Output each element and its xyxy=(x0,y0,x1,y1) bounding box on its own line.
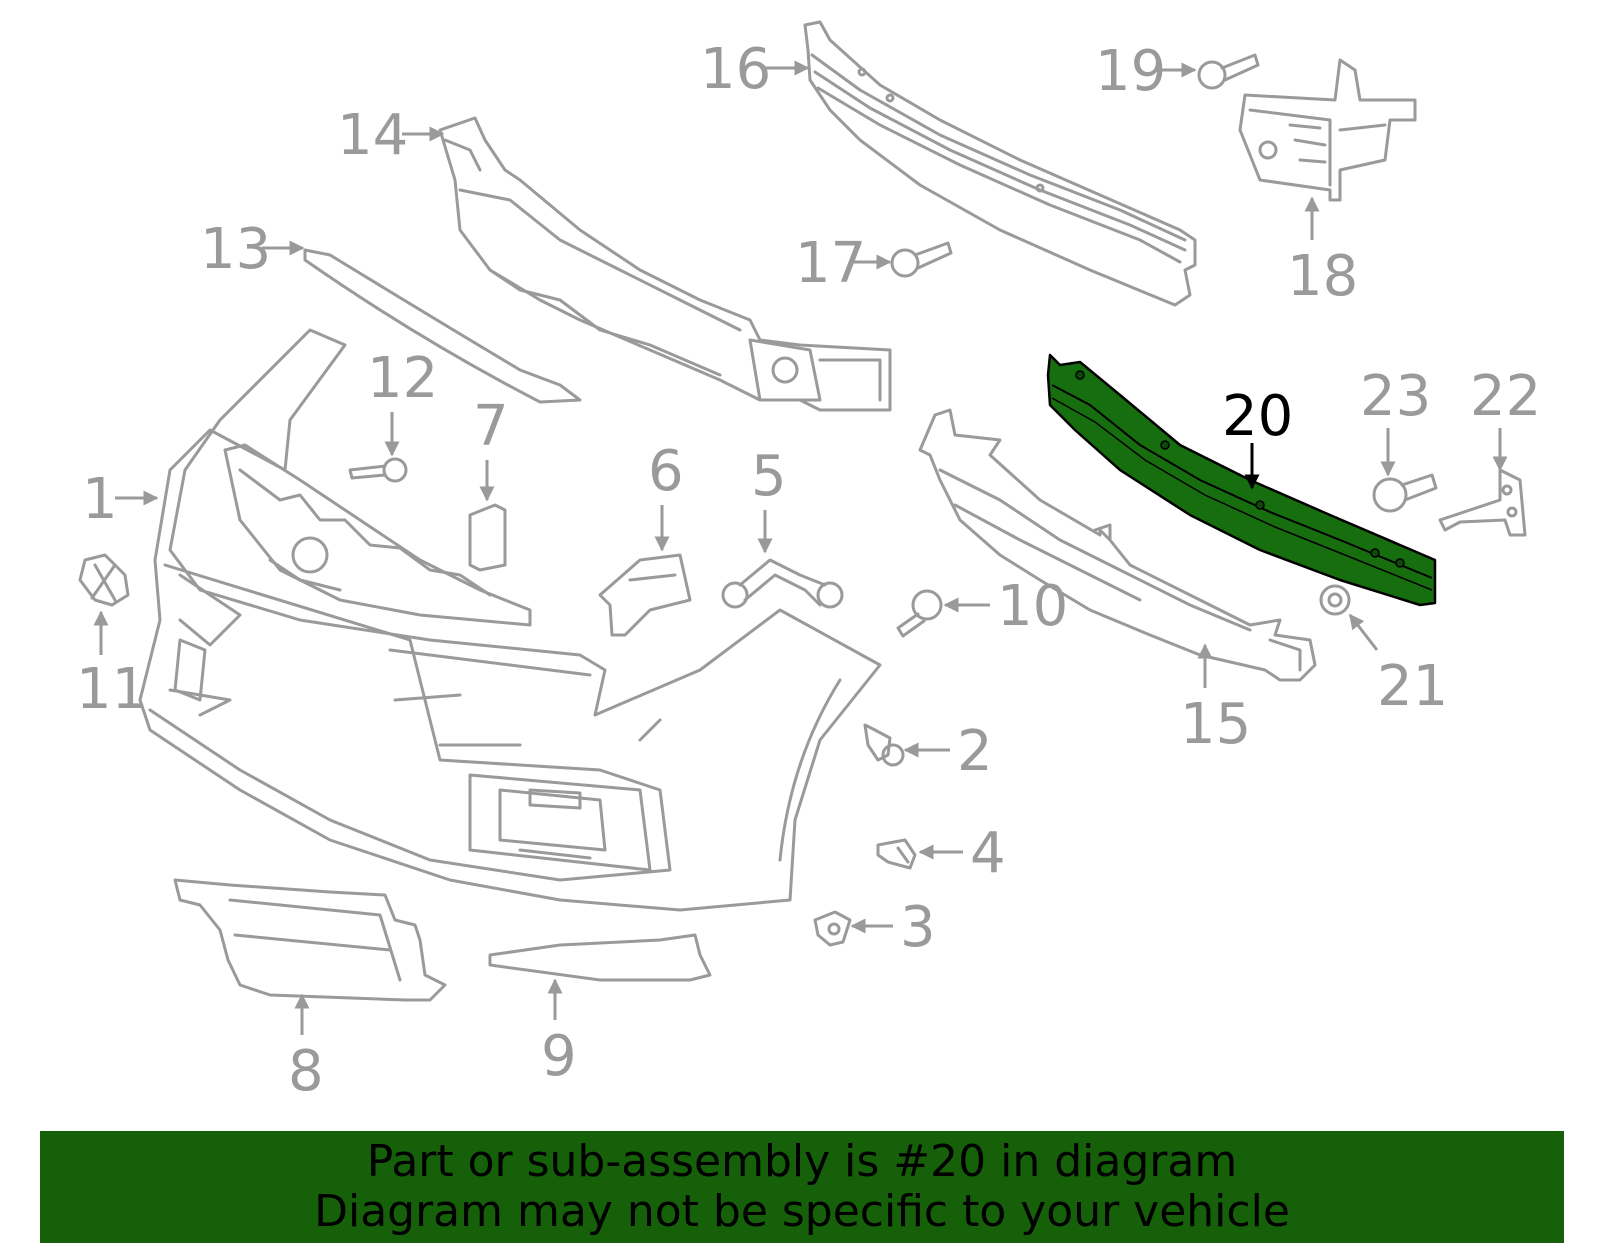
callout-7[interactable]: 7 xyxy=(473,394,509,502)
part-22-bracket xyxy=(1438,468,1527,537)
callout-3[interactable]: 3 xyxy=(850,895,936,960)
part-14-upper-absorber xyxy=(438,116,892,412)
callout-10[interactable]: 10 xyxy=(943,574,1068,639)
part-9-lower-trim xyxy=(488,933,712,982)
callout-label-15: 15 xyxy=(1180,692,1251,757)
callout-14[interactable]: 14 xyxy=(337,103,445,168)
callout-label-12: 12 xyxy=(367,346,438,411)
callout-label-11: 11 xyxy=(76,657,147,722)
banner-line-2: Diagram may not be specific to your vehi… xyxy=(314,1186,1290,1237)
callout-19[interactable]: 19 xyxy=(1095,39,1197,104)
callout-label-14: 14 xyxy=(337,103,408,168)
part-2-clip xyxy=(863,723,905,767)
info-banner: Part or sub-assembly is #20 in diagram D… xyxy=(40,1131,1564,1243)
part-21-nut xyxy=(1319,584,1351,616)
part-17-bolt xyxy=(890,241,953,278)
callout-label-1: 1 xyxy=(82,467,118,532)
callout-label-21: 21 xyxy=(1377,654,1448,719)
callout-label-18: 18 xyxy=(1287,244,1358,309)
part-20-highlighted-reinforcement xyxy=(1046,353,1437,607)
callout-label-22: 22 xyxy=(1470,364,1541,429)
part-15-lower-absorber xyxy=(918,408,1317,682)
callout-label-16: 16 xyxy=(700,37,771,102)
callout-15[interactable]: 15 xyxy=(1180,643,1251,757)
callout-16[interactable]: 16 xyxy=(700,37,810,102)
part-19-bolt xyxy=(1197,53,1260,90)
part-13-molding xyxy=(303,248,582,404)
part-18-bracket xyxy=(1238,58,1417,202)
callout-2[interactable]: 2 xyxy=(903,719,993,784)
callout-9[interactable]: 9 xyxy=(541,978,577,1089)
callout-23[interactable]: 23 xyxy=(1360,364,1431,477)
part-4-clip xyxy=(876,838,917,870)
callout-label-23: 23 xyxy=(1360,364,1431,429)
part-10-screw xyxy=(896,589,943,638)
callout-label-13: 13 xyxy=(200,217,271,282)
part-3-clip xyxy=(813,910,852,947)
callout-label-8: 8 xyxy=(288,1039,324,1104)
callout-label-10: 10 xyxy=(997,574,1068,639)
callout-13[interactable]: 13 xyxy=(200,217,305,282)
callout-17[interactable]: 17 xyxy=(795,231,892,296)
callout-label-19: 19 xyxy=(1095,39,1166,104)
part-8-lower-grille xyxy=(173,878,447,1002)
part-23-bolt xyxy=(1372,473,1438,513)
callout-11[interactable]: 11 xyxy=(76,610,147,722)
callout-label-2: 2 xyxy=(957,719,993,784)
callout-22[interactable]: 22 xyxy=(1470,364,1541,472)
callout-21[interactable]: 21 xyxy=(1348,613,1448,719)
callout-6[interactable]: 6 xyxy=(648,439,684,552)
part-7-block xyxy=(468,503,507,572)
callout-label-7: 7 xyxy=(473,394,509,459)
callout-1[interactable]: 1 xyxy=(82,467,159,532)
part-1-bumper-cover xyxy=(138,328,882,912)
callout-8[interactable]: 8 xyxy=(288,993,324,1104)
callout-20[interactable]: 20 xyxy=(1222,384,1293,490)
callout-label-20: 20 xyxy=(1222,384,1293,449)
callout-18[interactable]: 18 xyxy=(1287,196,1358,309)
callout-label-6: 6 xyxy=(648,439,684,504)
part-12-screw xyxy=(348,457,408,483)
callout-5[interactable]: 5 xyxy=(751,444,787,554)
callout-label-3: 3 xyxy=(900,895,936,960)
callout-label-17: 17 xyxy=(795,231,866,296)
part-16-reinforcement xyxy=(803,20,1197,307)
part-5-link xyxy=(721,558,844,609)
callout-label-5: 5 xyxy=(751,444,787,509)
part-11-clip xyxy=(78,553,130,607)
callout-4[interactable]: 4 xyxy=(918,821,1006,886)
callout-12[interactable]: 12 xyxy=(367,346,438,457)
part-6-bracket xyxy=(598,553,692,637)
banner-line-1: Part or sub-assembly is #20 in diagram xyxy=(366,1136,1238,1187)
callout-label-4: 4 xyxy=(970,821,1006,886)
part-1-upper-grille xyxy=(223,443,532,627)
callout-label-9: 9 xyxy=(541,1024,577,1089)
